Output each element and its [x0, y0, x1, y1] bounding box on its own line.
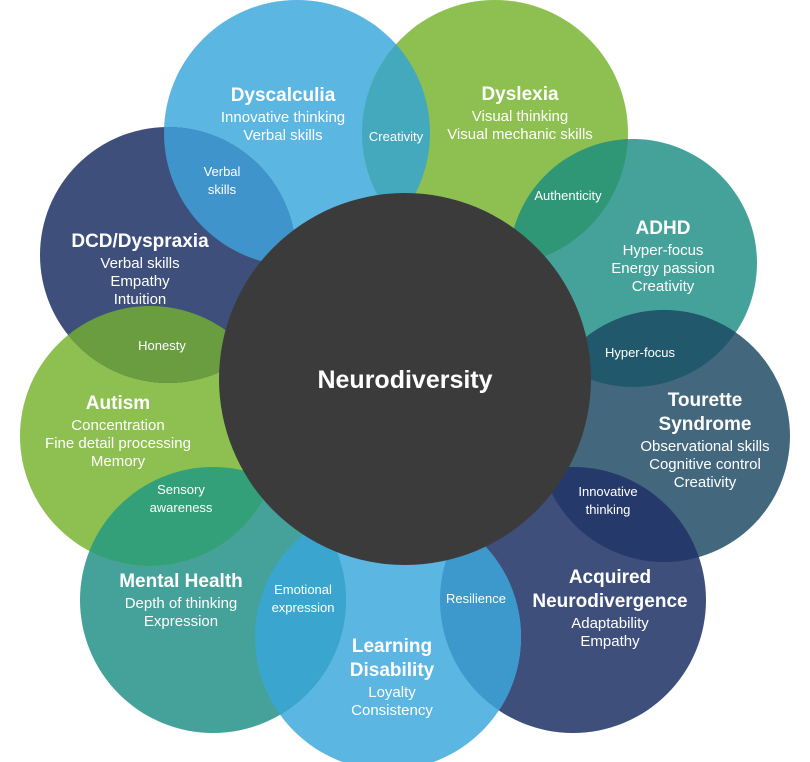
overlap-region — [538, 467, 706, 562]
overlap-label: Sensory — [157, 482, 205, 497]
petal-trait: Empathy — [580, 633, 640, 650]
petal-trait: Visual thinking — [472, 108, 568, 125]
overlap-label: awareness — [150, 500, 213, 515]
petal-trait: Empathy — [110, 273, 170, 290]
petal-trait: Verbal skills — [100, 255, 179, 272]
overlap-label: expression — [272, 600, 335, 615]
petal-title: Mental Health — [119, 571, 243, 592]
petal-trait: Fine detail processing — [45, 435, 191, 452]
overlap-label: Emotional — [274, 582, 332, 597]
petal-trait: Observational skills — [640, 438, 769, 455]
overlap-label: Innovative — [578, 484, 637, 499]
petal-title: Dyscalculia — [231, 85, 336, 106]
center-circle — [219, 193, 591, 565]
petal-trait: Adaptability — [571, 615, 649, 632]
petal-title: Dyslexia — [481, 84, 559, 105]
overlap-label: thinking — [586, 502, 631, 517]
petal-trait: Intuition — [114, 291, 167, 308]
petal-trait: Depth of thinking — [125, 595, 238, 612]
petal-trait: Verbal skills — [243, 127, 322, 144]
center-label: Neurodiversity — [317, 366, 492, 394]
petal-trait: Innovative thinking — [221, 109, 345, 126]
petal-title: Acquired — [569, 567, 651, 588]
petal-trait: Creativity — [674, 474, 737, 491]
petal-trait: Concentration — [71, 417, 164, 434]
petal-trait: Hyper-focus — [623, 242, 704, 259]
petal-trait: Memory — [91, 453, 146, 470]
petal-title: Autism — [86, 393, 150, 414]
overlap-label: Authenticity — [534, 188, 602, 203]
overlap-label: Hyper-focus — [605, 345, 676, 360]
overlap-label: skills — [208, 182, 237, 197]
overlap-label: Resilience — [446, 591, 506, 606]
overlap-label: Verbal — [204, 164, 241, 179]
petal-trait: Visual mechanic skills — [447, 126, 593, 143]
petal-trait: Cognitive control — [649, 456, 761, 473]
petal-trait: Loyalty — [368, 684, 416, 701]
petal-trait: Expression — [144, 613, 218, 630]
petal-title: Neurodivergence — [532, 591, 687, 612]
overlap-region — [509, 139, 628, 266]
petal-title: Learning — [352, 636, 432, 657]
petal-title: ADHD — [636, 218, 691, 239]
petal-trait: Consistency — [351, 702, 433, 719]
overlap-label: Honesty — [138, 338, 186, 353]
petal-title: Tourette — [668, 390, 743, 411]
petal-title: DCD/Dyspraxia — [71, 231, 209, 252]
petal-title: Syndrome — [659, 414, 752, 435]
petal-title: Disability — [350, 660, 435, 681]
petal-trait: Creativity — [632, 278, 695, 295]
petal-trait: Energy passion — [611, 260, 714, 277]
overlap-label: Creativity — [369, 129, 424, 144]
